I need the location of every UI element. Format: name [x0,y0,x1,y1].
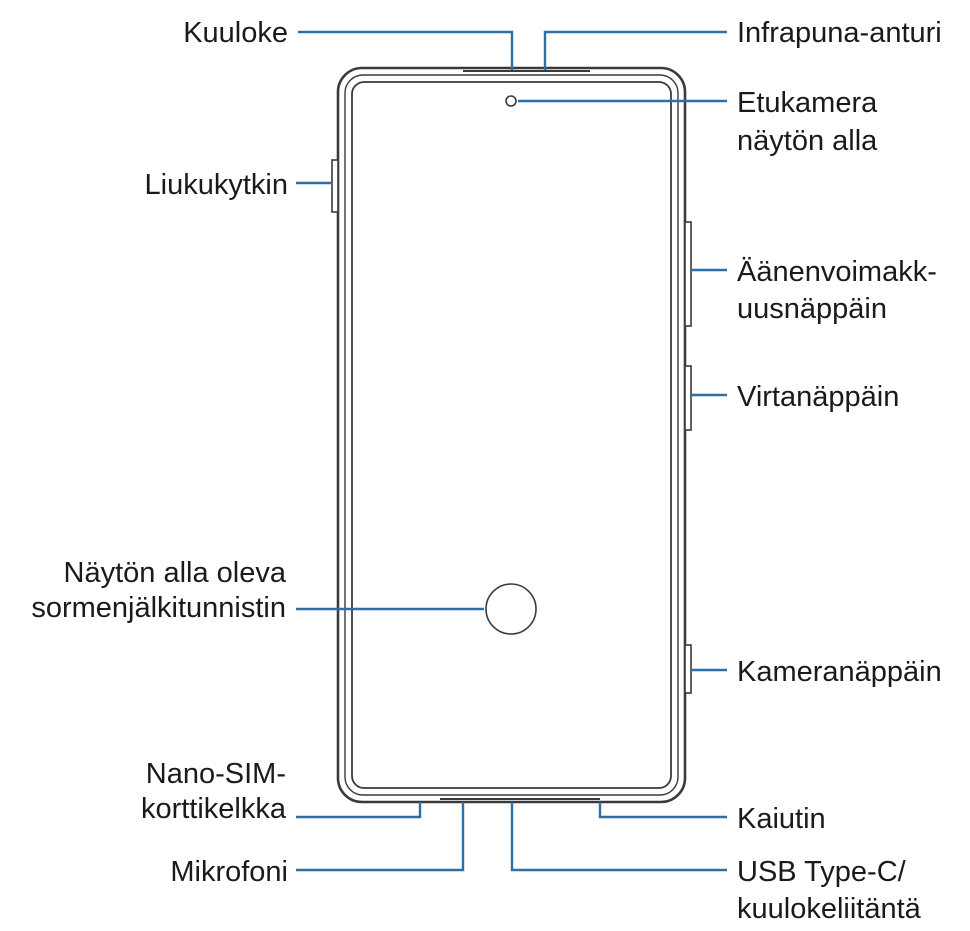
phone-inner-frame [344,74,679,796]
leader-usb-port [510,802,727,872]
label-ir-sensor: Infrapuna-anturi [737,17,942,49]
leader-speaker [598,802,727,819]
volume-key-button [684,221,692,327]
camera-key-button [684,644,692,694]
slider-switch-button [331,159,339,213]
label-camera-key: Kameranäppäin [737,656,942,688]
leader-sim-tray [296,802,422,819]
labels: Kuuloke Infrapuna-anturi Etukamera näytö… [31,17,941,925]
label-front-camera-line2: näytön alla [737,125,878,157]
label-microphone: Mikrofoni [170,856,288,888]
label-volume-key-line2: uusnäppäin [737,293,887,325]
leader-lines [296,30,727,872]
label-speaker: Kaiutin [737,803,826,835]
label-front-camera-line1: Etukamera [737,87,878,119]
label-usb-port-line2: kuulokeliitäntä [737,893,922,925]
phone-outer-frame [336,66,687,804]
front-camera-hole [505,95,517,107]
label-power-key: Virtanäppäin [737,381,899,413]
label-earpiece: Kuuloke [183,17,288,49]
label-volume-key-line1: Äänenvoimakk- [737,256,937,288]
label-slider-switch: Liukukytkin [145,169,288,201]
fingerprint-area [485,583,537,635]
label-fingerprint-line1: Näytön alla oleva [64,557,287,589]
label-fingerprint-line2: sormenjälkitunnistin [31,592,286,624]
power-key-button [684,365,692,431]
phone-body [331,66,692,804]
leader-microphone [296,802,465,872]
label-sim-tray-line1: Nano-SIM- [146,758,286,790]
label-usb-port-line1: USB Type-C/ [737,856,907,888]
leader-earpiece [298,30,514,70]
label-sim-tray-line2: korttikelkka [141,793,287,825]
leader-ir-sensor [543,30,727,70]
phone-screen [351,81,672,789]
